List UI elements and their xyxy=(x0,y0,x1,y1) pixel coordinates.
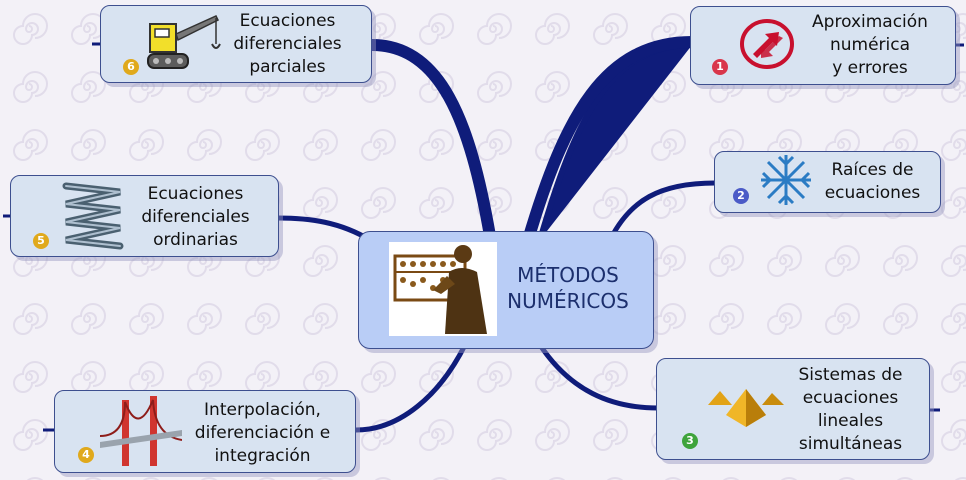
pyramids-icon xyxy=(706,385,786,429)
topic-raices-badge: 2 xyxy=(733,188,749,204)
arrows-icon xyxy=(739,18,795,70)
topic-sistemas-label: Sistemas de ecuaciones lineales simultán… xyxy=(798,365,903,454)
branch-line-4 xyxy=(355,343,468,433)
topic-interpolacion-label: Interpolación, diferenciación e integrac… xyxy=(194,400,331,466)
topic-interpolacion-badge: 4 xyxy=(78,447,94,463)
branch-line-2 xyxy=(607,180,716,242)
topic-parciales-label: Ecuaciones diferenciales parciales xyxy=(233,11,342,77)
branch-line-1b xyxy=(522,36,693,242)
abacus-image xyxy=(389,242,497,336)
central-topic-label: MÉTODOS NUMÉRICOS xyxy=(507,263,629,313)
topic-ordinarias-badge: 5 xyxy=(33,233,49,249)
bridge-icon xyxy=(99,396,183,468)
crane-icon xyxy=(146,10,224,74)
snowflake-icon xyxy=(757,153,815,207)
topic-raices[interactable] xyxy=(714,151,941,213)
topic-interpolacion[interactable] xyxy=(54,390,356,473)
topic-sistemas-badge: 3 xyxy=(682,433,698,449)
topic-aproximacion-badge: 1 xyxy=(712,59,728,75)
branch-lines xyxy=(3,36,964,433)
topic-raices-label: Raíces de ecuaciones xyxy=(824,160,921,203)
branch-line-3 xyxy=(537,343,659,411)
spring-icon xyxy=(60,180,126,250)
topic-parciales-badge: 6 xyxy=(123,59,139,75)
topic-ordinarias-label: Ecuaciones diferenciales ordinarias xyxy=(141,184,250,250)
branch-line-6 xyxy=(371,39,496,238)
topic-aproximacion[interactable] xyxy=(690,6,956,85)
topic-parciales[interactable] xyxy=(100,5,372,83)
topic-ordinarias[interactable] xyxy=(10,175,279,257)
topic-sistemas[interactable] xyxy=(656,358,930,460)
topic-aproximacion-label: Aproximación numérica y errores xyxy=(812,12,928,78)
